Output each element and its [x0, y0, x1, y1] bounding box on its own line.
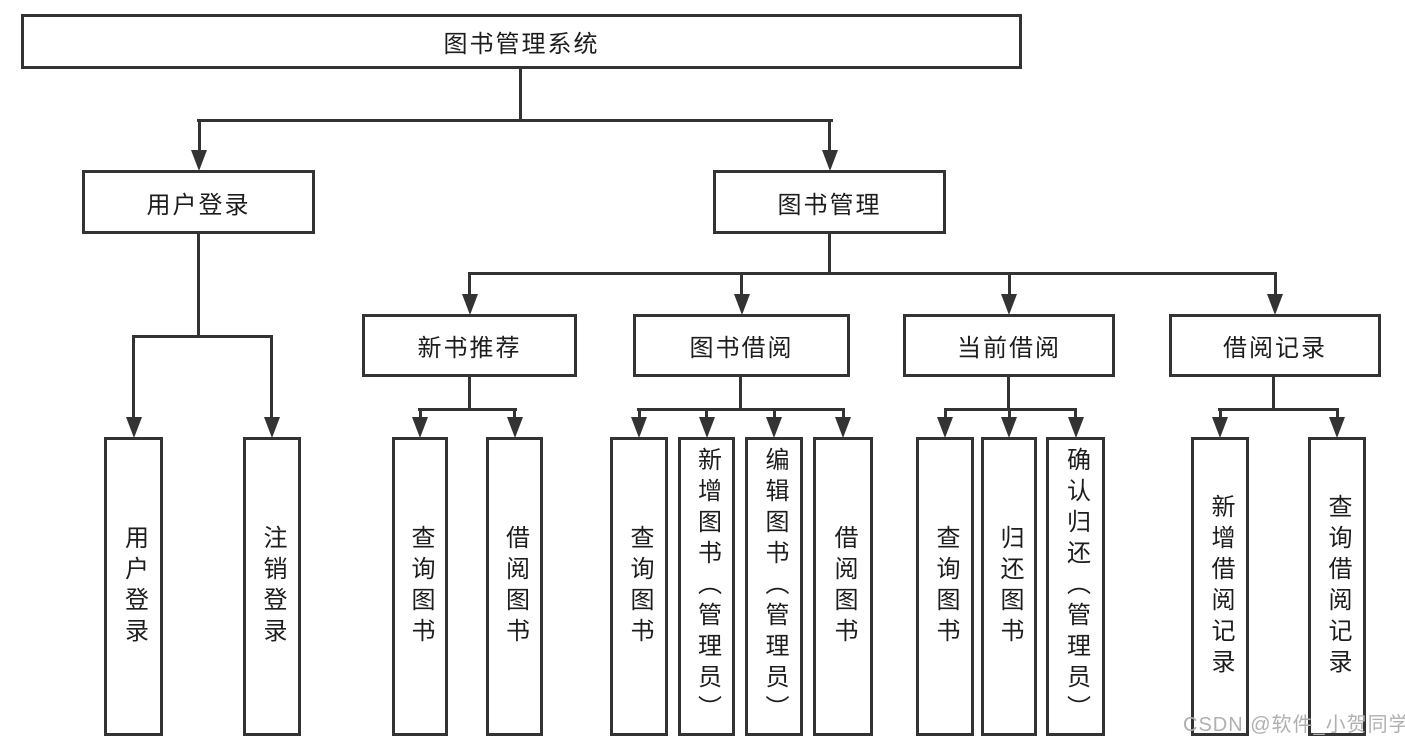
- leaf-label: 确认归还（管理员）: [1062, 447, 1090, 726]
- connector-drop: [740, 272, 743, 294]
- arrowhead-down: [699, 417, 715, 438]
- leaf-label: 编辑图书（管理员）: [761, 447, 788, 726]
- connector-drop: [132, 335, 135, 417]
- arrowhead-down: [766, 417, 782, 438]
- leaf-borrow-books-borrowing: 借阅图书: [813, 437, 873, 736]
- arrowhead-down: [507, 417, 523, 438]
- connector-drop: [468, 272, 471, 294]
- leaf-label: 用户登录: [120, 524, 148, 649]
- connector-drop: [828, 119, 831, 150]
- connector-drop: [419, 408, 422, 417]
- leaf-label: 注销登录: [259, 524, 286, 649]
- connector-bus-root: [197, 119, 833, 122]
- connector-stem-borrowing-records: [1272, 377, 1275, 410]
- arrowhead-down: [1212, 417, 1228, 438]
- node-book-management: 图书管理: [713, 170, 946, 234]
- leaf-label: 查询图书: [626, 524, 653, 649]
- connector-stem-new-book: [468, 377, 471, 410]
- leaf-edit-books-admin: 编辑图书（管理员）: [745, 437, 803, 736]
- leaf-label: 查询图书: [932, 524, 959, 649]
- connector-drop: [1219, 408, 1222, 417]
- connector-drop: [1008, 408, 1011, 417]
- arrowhead-down: [734, 294, 750, 315]
- csdn-watermark: CSDN @软件_小贺同学: [1183, 714, 1405, 736]
- connector-drop: [773, 408, 776, 417]
- arrowhead-down: [1267, 294, 1283, 315]
- arrowhead-down: [191, 150, 207, 171]
- arrowhead-down: [412, 417, 428, 438]
- arrowhead-down: [1068, 417, 1084, 438]
- leaf-user-login: 用户登录: [104, 437, 163, 736]
- node-new-book-recommendation: 新书推荐: [362, 314, 577, 377]
- arrowhead-down: [1001, 294, 1017, 315]
- node-borrowing-records: 借阅记录: [1169, 314, 1381, 377]
- arrowhead-down: [835, 417, 851, 438]
- arrowhead-down: [1329, 417, 1345, 438]
- leaf-label: 查询图书: [407, 524, 434, 649]
- connector-bus-borrowing-records: [1218, 408, 1339, 411]
- connector-stem-root: [519, 68, 522, 121]
- leaf-add-books-admin: 新增图书（管理员）: [678, 437, 735, 736]
- connector-drop: [944, 408, 947, 417]
- arrowhead-down: [462, 294, 478, 315]
- leaf-add-borrow-record: 新增借阅记录: [1191, 437, 1249, 736]
- connector-drop: [270, 335, 273, 417]
- leaf-logout: 注销登录: [243, 437, 301, 736]
- leaf-label: 借阅图书: [830, 524, 857, 649]
- connector-drop: [638, 408, 641, 417]
- connector-drop: [842, 408, 845, 417]
- arrowhead-down: [264, 417, 280, 438]
- arrowhead-down: [822, 150, 838, 171]
- arrowhead-down: [1001, 417, 1017, 438]
- connector-stem-book-management: [828, 234, 831, 275]
- connector-stem-current-borrowing: [1007, 377, 1010, 410]
- node-current-borrowing: 当前借阅: [903, 314, 1115, 377]
- arrowhead-down: [631, 417, 647, 438]
- connector-bus-book-management: [468, 272, 1276, 275]
- node-book-borrowing: 图书借阅: [633, 314, 850, 377]
- leaf-borrow-books-recommend: 借阅图书: [486, 437, 543, 736]
- node-library-system: 图书管理系统: [21, 14, 1022, 69]
- leaf-confirm-return-admin: 确认归还（管理员）: [1046, 437, 1105, 736]
- connector-drop: [1274, 272, 1277, 294]
- connector-stem-user-login: [197, 234, 200, 337]
- node-user-login: 用户登录: [82, 170, 315, 234]
- connector-drop: [1008, 272, 1011, 294]
- connector-bus-new-book: [418, 408, 517, 411]
- leaf-label: 归还图书: [996, 524, 1023, 649]
- leaf-label: 新增借阅记录: [1207, 493, 1234, 680]
- leaf-query-borrow-record: 查询借阅记录: [1308, 437, 1366, 736]
- connector-drop: [1074, 408, 1077, 417]
- connector-drop: [198, 119, 201, 150]
- connector-bus-user-login: [132, 335, 273, 338]
- leaf-query-books-recommend: 查询图书: [392, 437, 448, 736]
- leaf-label: 查询借阅记录: [1324, 493, 1351, 680]
- leaf-query-books-borrowing: 查询图书: [610, 437, 668, 736]
- leaf-query-books-current: 查询图书: [916, 437, 974, 736]
- connector-bus-book-borrowing: [637, 408, 845, 411]
- arrowhead-down: [937, 417, 953, 438]
- connector-drop: [513, 408, 516, 417]
- leaf-label: 借阅图书: [501, 524, 529, 649]
- connector-drop: [705, 408, 708, 417]
- leaf-return-books: 归还图书: [981, 437, 1037, 736]
- connector-drop: [1336, 408, 1339, 417]
- connector-stem-book-borrowing: [739, 377, 742, 410]
- arrowhead-down: [126, 417, 142, 438]
- leaf-label: 新增图书（管理员）: [693, 447, 721, 726]
